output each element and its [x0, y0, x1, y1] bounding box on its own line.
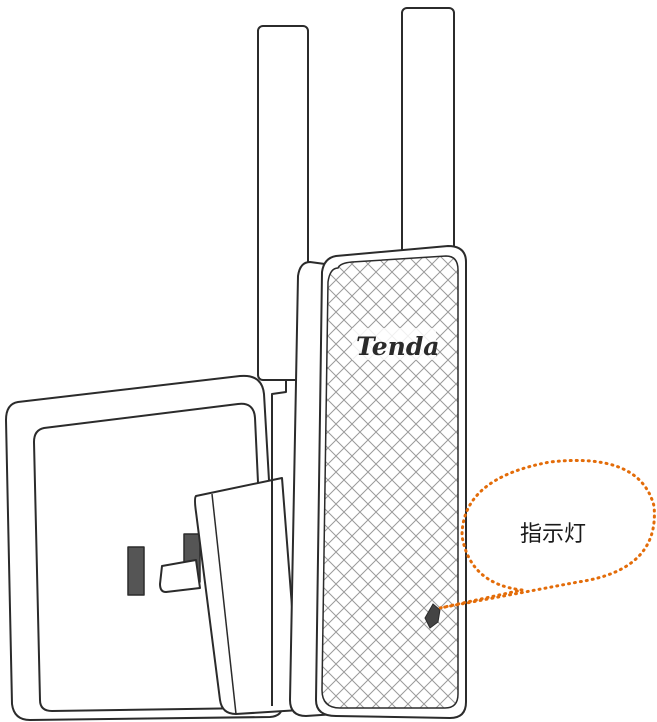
indicator-callout — [439, 458, 656, 610]
led-indicator-icon — [424, 603, 441, 629]
logo-backdrop — [352, 328, 436, 360]
front-grille — [322, 256, 458, 708]
right-antenna — [401, 7, 455, 259]
wall-socket — [5, 374, 284, 721]
plug-body — [159, 477, 301, 715]
socket-slot-left — [127, 546, 145, 596]
brand-logo: Tenda — [356, 332, 440, 361]
indicator-label: 指示灯 — [520, 522, 586, 547]
left-antenna — [257, 25, 309, 706]
grille-border — [321, 255, 459, 709]
